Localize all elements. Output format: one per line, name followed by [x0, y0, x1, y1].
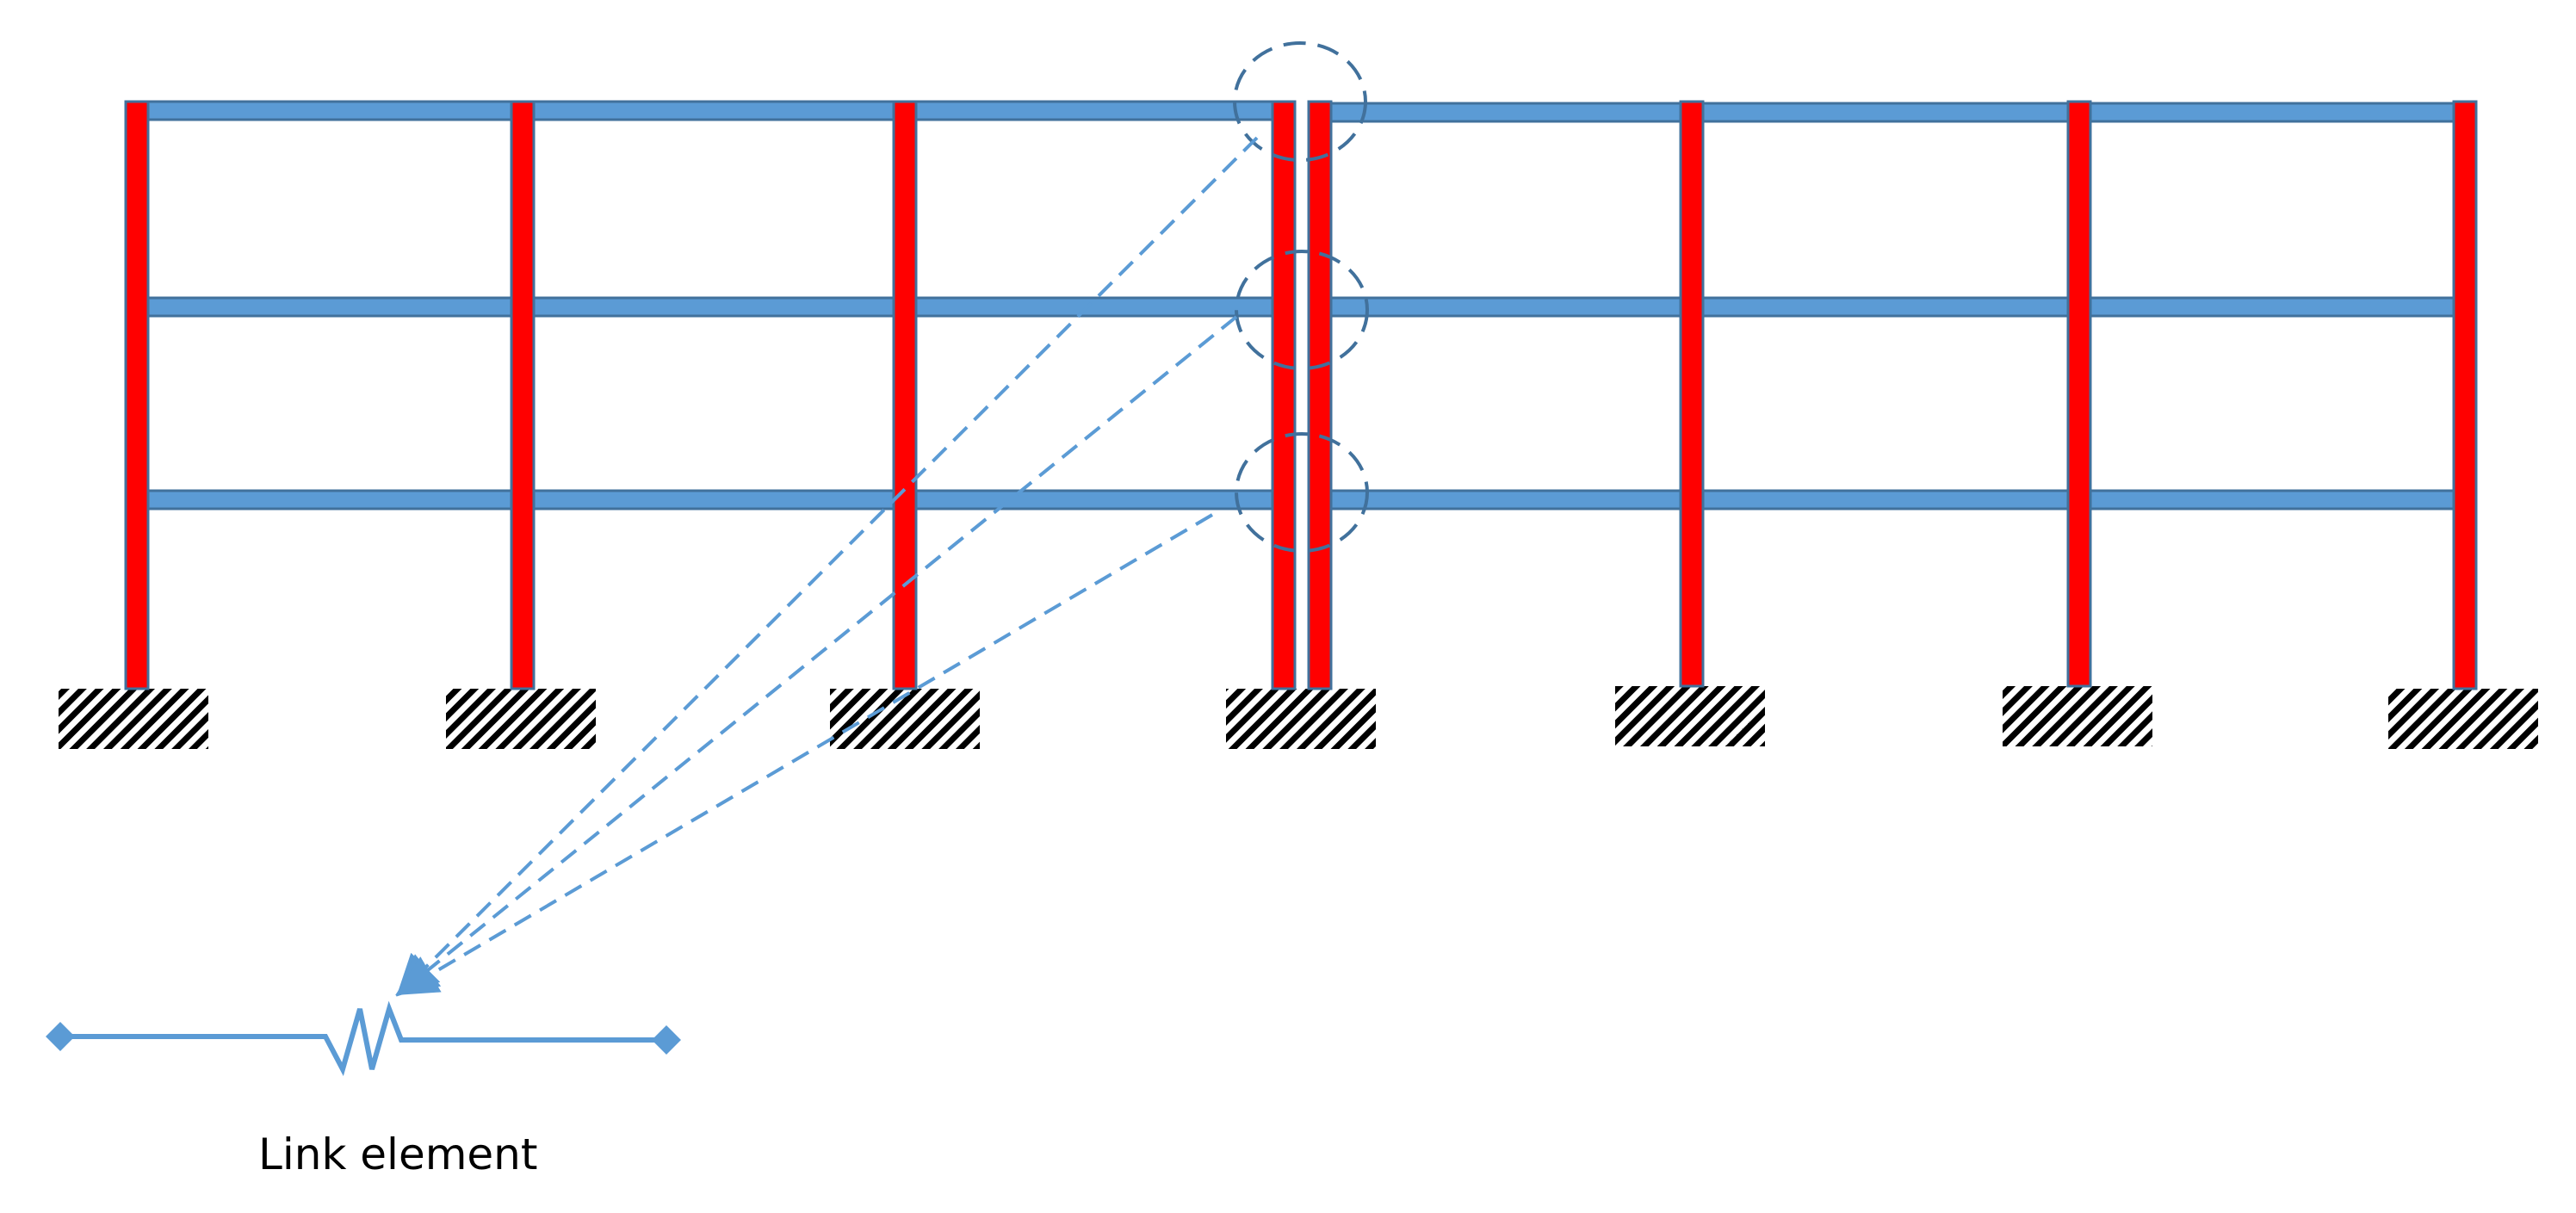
- link-element-caption: Link element: [258, 1129, 538, 1179]
- beam-right-roof: [1326, 102, 2461, 123]
- dashed-circle-icon: [1235, 432, 1369, 553]
- link-locations: [1233, 41, 1369, 553]
- column: [892, 100, 918, 690]
- diamond-node-icon: [652, 1025, 681, 1055]
- leader-line: [396, 136, 1259, 997]
- leader-arrows: [395, 136, 1259, 997]
- support-hatch-icon: [2003, 686, 2152, 746]
- beam-right-floor1: [1326, 489, 2461, 511]
- diamond-node-icon: [46, 1022, 75, 1051]
- dashed-circle-icon: [1235, 250, 1369, 370]
- support-hatch-icon: [1615, 686, 1765, 746]
- support-hatch-icon: [2388, 689, 2538, 749]
- column: [1307, 100, 1333, 690]
- beam-left-floor2: [143, 296, 1276, 318]
- column: [1271, 100, 1297, 690]
- column: [1679, 100, 1705, 688]
- column: [2452, 100, 2478, 690]
- leader-line: [395, 315, 1238, 997]
- beam-right-floor2: [1326, 296, 2461, 318]
- column: [124, 100, 150, 690]
- column: [510, 100, 536, 690]
- support-hatch-icon: [59, 689, 208, 749]
- beam-left-floor1: [143, 489, 1276, 511]
- leader-line: [395, 513, 1214, 996]
- column: [2066, 100, 2092, 688]
- spring-icon: [60, 1000, 666, 1077]
- support-hatch-icon: [830, 689, 980, 749]
- beam-left-roof: [126, 100, 1276, 121]
- support-hatch-icon: [446, 689, 596, 749]
- columns: [124, 100, 2478, 690]
- support-hatch-icon: [1226, 689, 1376, 749]
- supports: [59, 686, 2538, 749]
- link-element-symbol: [46, 1000, 681, 1077]
- dashed-circle-icon: [1233, 41, 1367, 162]
